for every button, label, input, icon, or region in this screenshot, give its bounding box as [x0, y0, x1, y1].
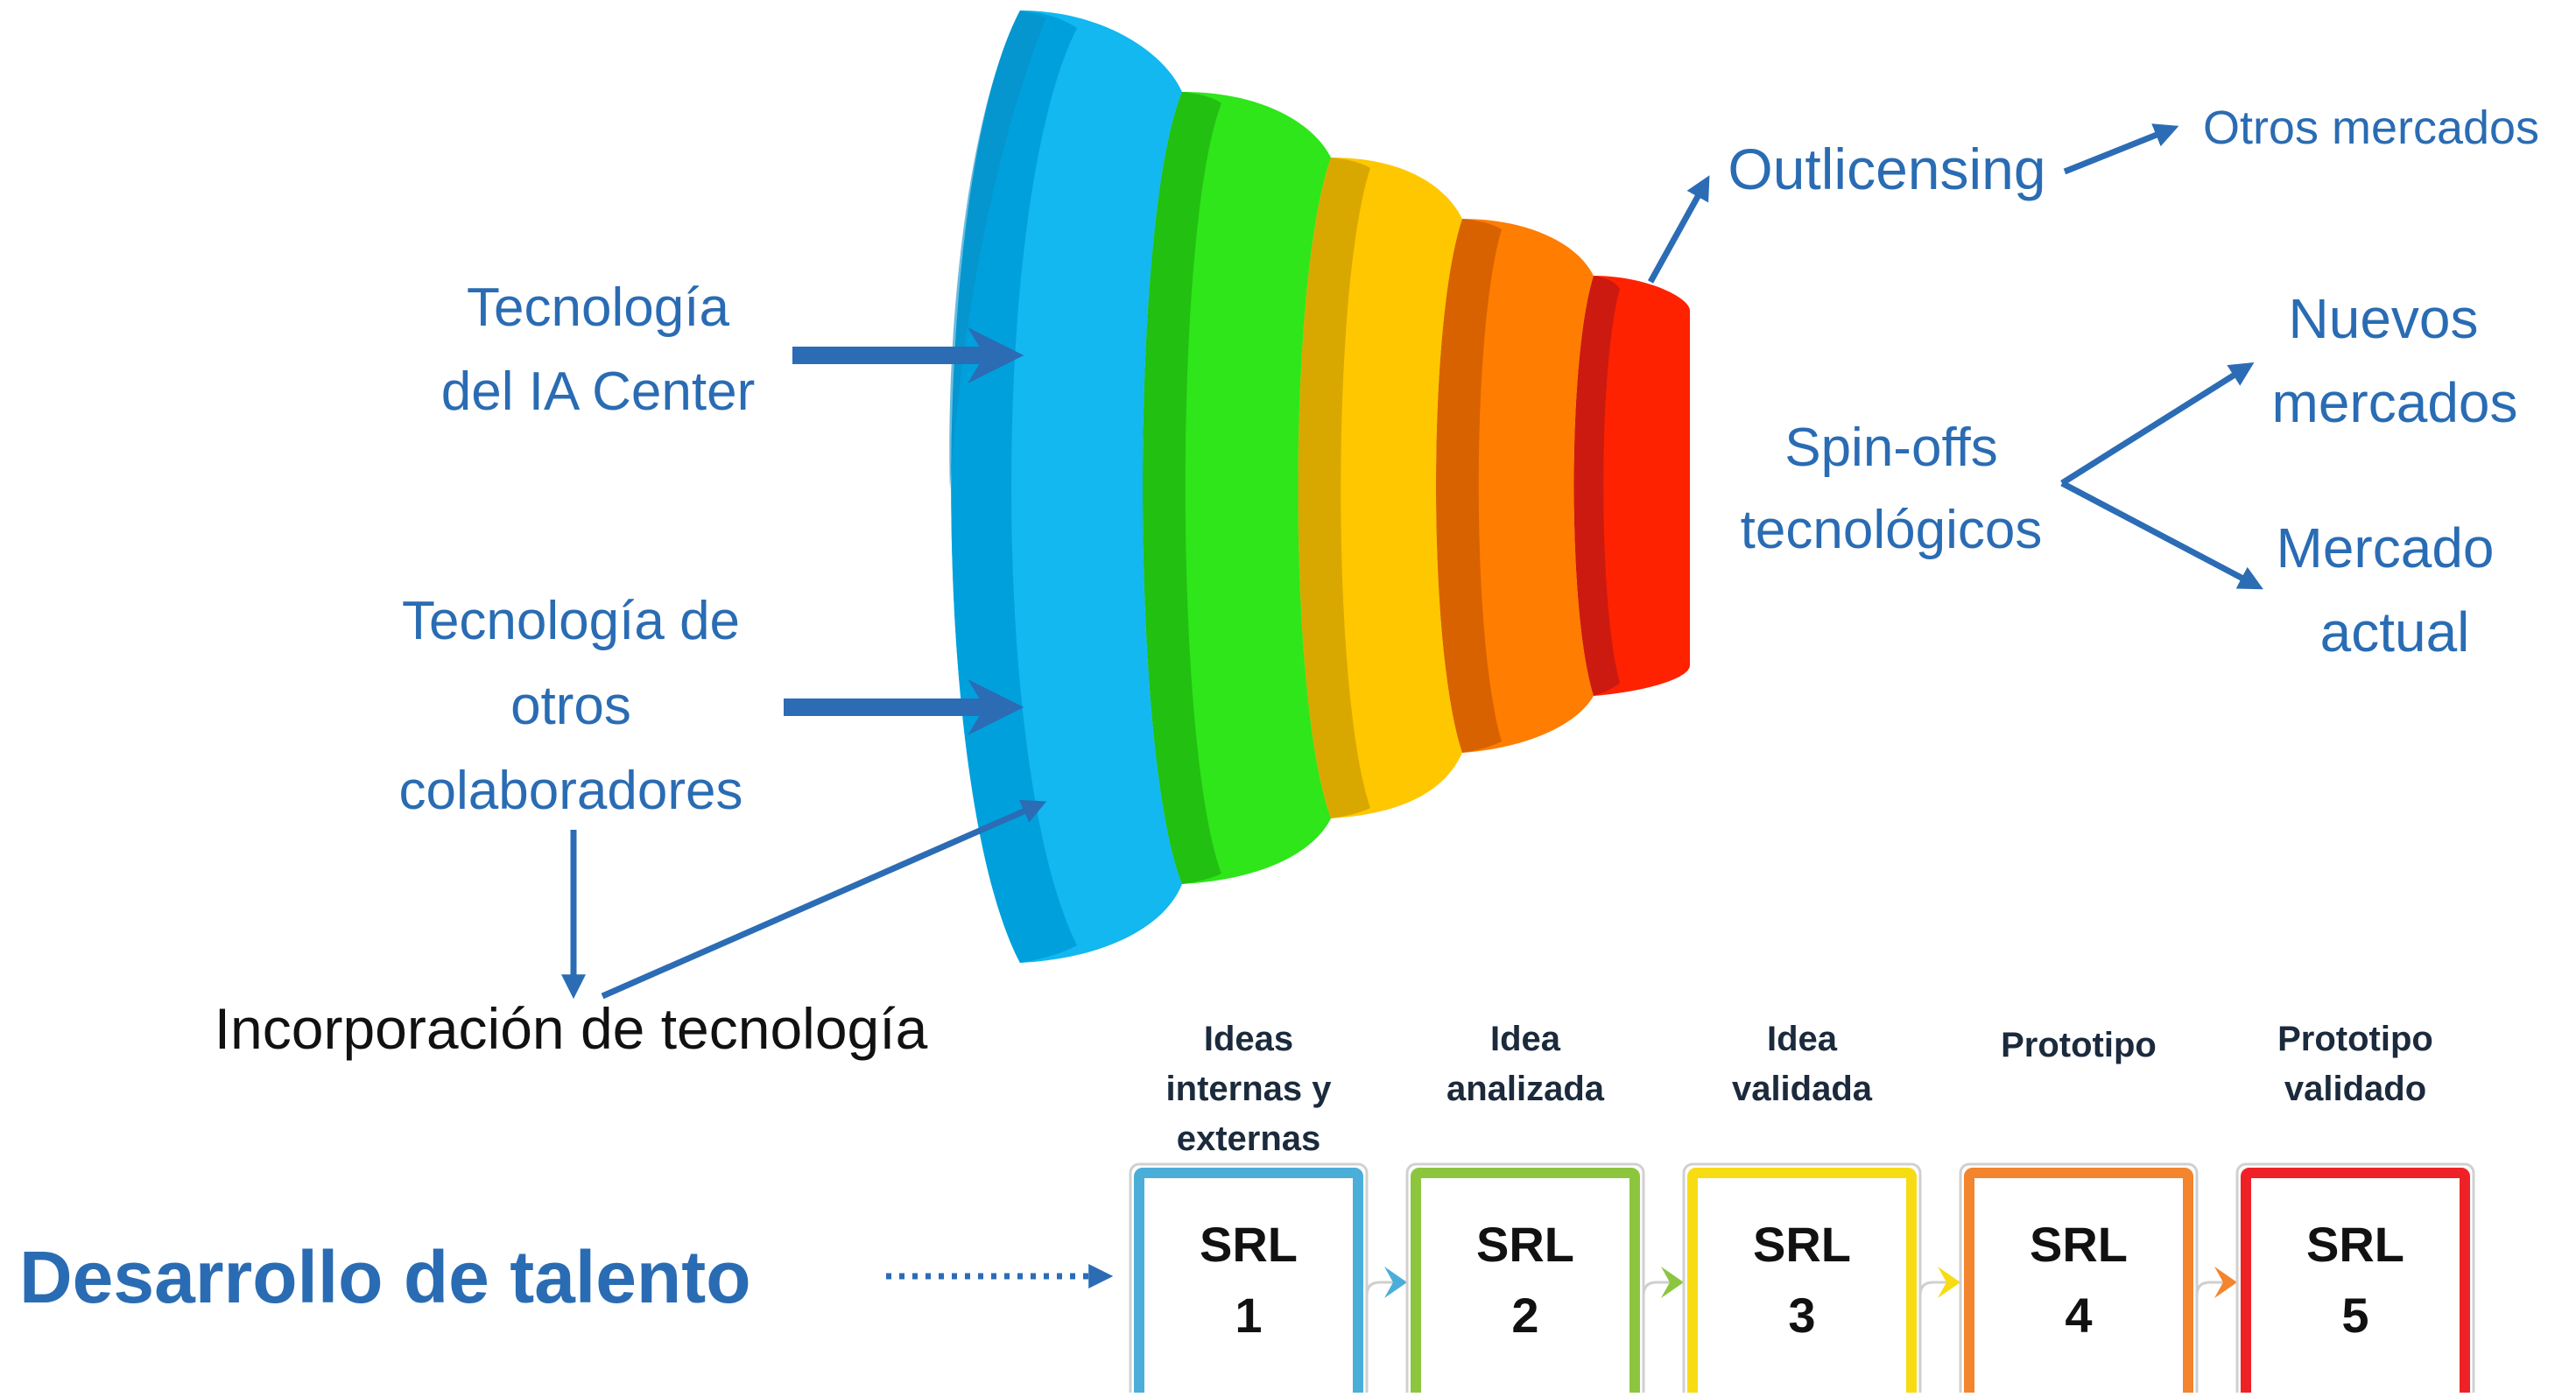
srl-caption-4-line1: Prototipo	[2001, 1026, 2157, 1064]
srl-caption-1-line3: externas	[1177, 1120, 1321, 1158]
other-markets-label: Otros mercados	[2203, 102, 2539, 154]
srl-caption-5-line1: Prototipo	[2277, 1020, 2433, 1058]
srl-connector-3	[1918, 1281, 1960, 1393]
srl-caption-1-line1: Ideas	[1204, 1020, 1293, 1058]
input-arrows	[561, 326, 1047, 1000]
srl-chevron-3	[1938, 1267, 1960, 1298]
talent-label: Desarrollo de talento	[19, 1236, 751, 1318]
srl-chevron-2	[1661, 1267, 1684, 1298]
current-market-label-line2: actual	[2320, 600, 2470, 663]
spinoffs-label-line2: tecnológicos	[1741, 500, 2043, 560]
srl-frame-4	[1959, 1162, 2199, 1397]
incorporation-label: Incorporación de tecnología	[215, 996, 928, 1061]
arrow-to-other-markets	[2063, 123, 2179, 175]
srl-level-3: 3	[1788, 1288, 1815, 1343]
srl-code-2: SRL	[1476, 1217, 1574, 1272]
collab-label-line1: Tecnología de	[402, 591, 740, 651]
output-arrows	[1647, 123, 2263, 590]
funnel-segment-4	[1436, 219, 1594, 753]
srl-box-2	[1411, 1168, 1640, 1397]
outlicensing-label: Outlicensing	[1728, 137, 2045, 201]
srl-code-4: SRL	[2030, 1217, 2128, 1272]
output-labels: Outlicensing Otros mercados Spin-offs te…	[1728, 102, 2539, 663]
talent-development: Desarrollo de talento	[19, 1236, 1114, 1318]
srl-chevron-4	[2214, 1267, 2237, 1298]
current-market-label-line1: Mercado	[2277, 516, 2495, 579]
ia-center-label-line1: Tecnología	[467, 277, 729, 338]
srl-caption-5-line2: validado	[2284, 1070, 2426, 1108]
srl-connector-2	[1642, 1281, 1684, 1393]
srl-box-4	[1964, 1168, 2193, 1397]
srl-frame-3	[1682, 1162, 1922, 1397]
funnel	[949, 11, 1690, 963]
spinoffs-label-line1: Spin-offs	[1784, 418, 1998, 478]
funnel-segment-2	[1143, 92, 1331, 884]
funnel-segment-5	[1573, 276, 1690, 696]
srl-box-1	[1134, 1168, 1363, 1397]
srl-chevron-1	[1384, 1267, 1407, 1298]
srl-caption-2-line2: analizada	[1446, 1070, 1605, 1108]
srl-connector-4	[2195, 1281, 2237, 1393]
new-markets-label-line2: mercados	[2272, 371, 2518, 434]
srl-frame-2	[1405, 1162, 1645, 1397]
ia-center-label-line2: del IA Center	[441, 362, 755, 422]
funnel-segment-3	[1298, 158, 1462, 818]
arrow-incorporation-to-funnel	[601, 799, 1047, 1000]
srl-box-5	[2241, 1168, 2470, 1397]
srl-caption-1-line2: internas y	[1166, 1070, 1333, 1108]
collab-label-line2: otros	[510, 676, 631, 736]
srl-caption-3-line2: validada	[1732, 1070, 1873, 1108]
arrow-to-outlicensing	[1647, 175, 1710, 284]
srl-box-3	[1687, 1168, 1917, 1397]
srl-code-3: SRL	[1753, 1217, 1851, 1272]
srl-code-5: SRL	[2306, 1217, 2404, 1272]
arrow-to-current-market	[2060, 480, 2263, 590]
srl-level-5: 5	[2341, 1288, 2368, 1343]
srl-frame-1	[1129, 1162, 1369, 1397]
new-markets-label-line1: Nuevos	[2289, 287, 2479, 350]
srl-frame-5	[2235, 1162, 2475, 1397]
srl-code-1: SRL	[1200, 1217, 1298, 1272]
srl-level-4: 4	[2065, 1288, 2092, 1343]
srl-connector-1	[1365, 1281, 1407, 1393]
collab-label-line3: colaboradores	[399, 761, 743, 821]
arrow-to-new-markets	[2060, 362, 2255, 486]
srl-caption-2-line1: Idea	[1490, 1020, 1561, 1058]
srl-level-1: 1	[1235, 1288, 1262, 1343]
input-labels: Tecnología del IA Center Tecnología de o…	[215, 277, 928, 1061]
srl-level-2: 2	[1511, 1288, 1538, 1343]
srl-caption-3-line1: Idea	[1767, 1020, 1838, 1058]
